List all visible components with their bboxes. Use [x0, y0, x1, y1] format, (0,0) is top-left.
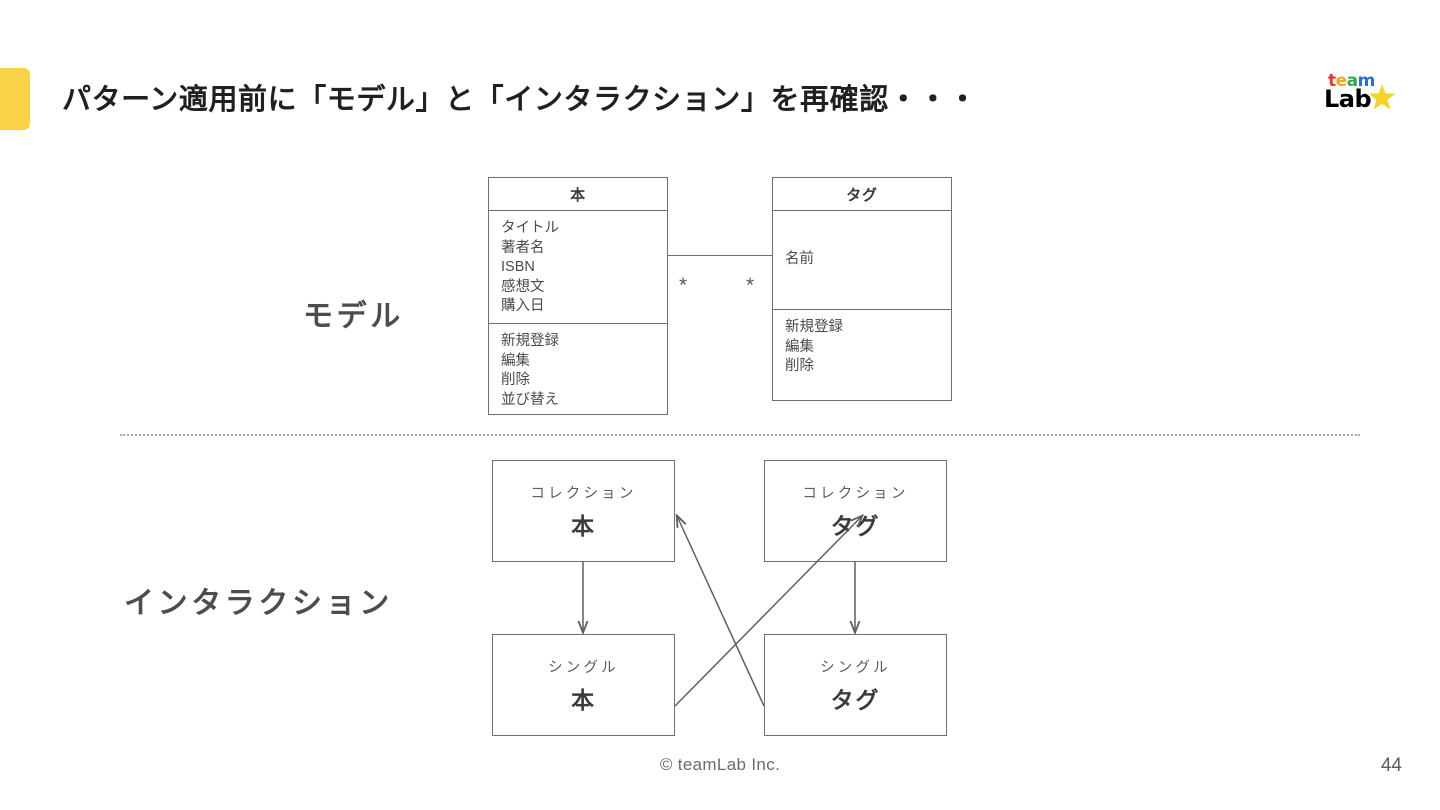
uml-class-book: 本 タイトル 著者名 ISBN 感想文 購入日 新規登録 編集 削除 並び替え — [488, 177, 668, 415]
interaction-box-name: 本 — [571, 686, 596, 713]
uml-operation: 削除 — [785, 358, 814, 374]
logo-letter-e: e — [1334, 71, 1348, 91]
uml-class-book-name: 本 — [489, 178, 667, 211]
page-title: パターン適用前に「モデル」と「インタラクション」を再確認・・・ — [62, 84, 978, 116]
interaction-box-single-tag: シングル タグ — [764, 634, 947, 736]
uml-operation: 編集 — [501, 352, 530, 369]
footer-copyright: © teamLab Inc. — [659, 755, 781, 774]
uml-operation: 編集 — [785, 338, 814, 355]
uml-attribute: 感想文 — [501, 278, 545, 295]
uml-class-tag-operations: 新規登録 編集 削除 — [773, 310, 951, 385]
interaction-box-kind: コレクション — [802, 485, 909, 502]
uml-multiplicity-right: * — [746, 274, 755, 297]
section-label-model: モデル — [303, 300, 404, 333]
interaction-box-kind: コレクション — [530, 485, 637, 502]
star-icon — [1366, 81, 1398, 113]
title-accent-bar — [0, 68, 30, 130]
uml-attribute: ISBN — [501, 259, 535, 275]
interaction-box-name: タグ — [830, 686, 881, 713]
uml-operation: 新規登録 — [501, 333, 559, 349]
logo-letter-a: a — [1345, 71, 1359, 91]
uml-operation: 新規登録 — [785, 319, 843, 335]
uml-attribute: 購入日 — [501, 298, 545, 314]
interaction-box-collection-book: コレクション 本 — [492, 460, 675, 562]
section-label-interaction: インタラクション — [124, 587, 393, 620]
uml-class-book-operations: 新規登録 編集 削除 並び替え — [489, 324, 667, 418]
interaction-box-kind: シングル — [820, 659, 891, 676]
interaction-box-collection-tag: コレクション タグ — [764, 460, 947, 562]
interaction-box-single-book: シングル 本 — [492, 634, 675, 736]
logo-letter-t: t — [1327, 71, 1337, 91]
uml-class-tag-name: タグ — [773, 178, 951, 211]
uml-association-line — [668, 255, 772, 256]
arrow-single-tag-to-collection-book — [677, 516, 765, 707]
logo-lab-text: Lab — [1322, 85, 1373, 113]
interaction-box-name: タグ — [830, 512, 881, 539]
uml-operation: 削除 — [501, 372, 530, 388]
logo-team-text: team — [1327, 71, 1377, 91]
uml-class-tag-attributes: 名前 — [773, 211, 951, 310]
uml-class-book-attributes: タイトル 著者名 ISBN 感想文 購入日 — [489, 211, 667, 324]
logo-letter-m: m — [1356, 71, 1376, 91]
section-divider — [120, 434, 1360, 436]
page-number: 44 — [1380, 755, 1402, 776]
uml-operation: 並び替え — [501, 391, 559, 408]
uml-attribute: 著者名 — [501, 239, 545, 256]
interaction-box-name: 本 — [571, 512, 596, 539]
teamlab-logo: team Lab — [1322, 71, 1398, 120]
uml-attribute: 名前 — [785, 251, 814, 268]
uml-multiplicity-left: * — [679, 274, 688, 297]
interaction-box-kind: シングル — [548, 659, 619, 676]
uml-attribute: タイトル — [501, 220, 559, 236]
uml-class-tag: タグ 名前 新規登録 編集 削除 — [772, 177, 952, 401]
